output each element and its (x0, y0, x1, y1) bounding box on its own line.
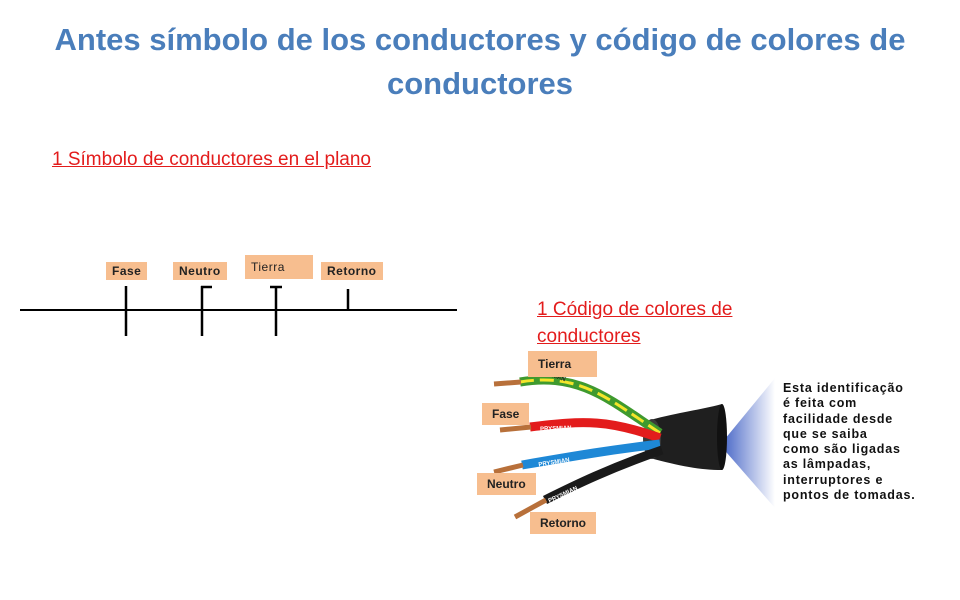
copper-tip-tierra (493, 379, 522, 387)
cable-label-neutro: Neutro (477, 473, 536, 495)
note-line: que se saiba (783, 426, 868, 441)
label-fase: Fase (106, 262, 148, 280)
note-line: é feita com (783, 396, 858, 411)
wire-fase (529, 418, 662, 443)
copper-tip-retorno (513, 497, 548, 520)
label-tierra: Tierra (245, 255, 313, 279)
note-line: pontos de tomadas. (783, 488, 916, 503)
brand-text-neutro: PRYSMIAN (538, 458, 570, 469)
cable-label-retorno: Retorno (530, 512, 596, 534)
wire-retorno (542, 445, 664, 505)
copper-tip-fase (499, 424, 532, 433)
cable-jacket (650, 404, 722, 470)
cable-label-fase: Fase (482, 403, 530, 425)
cable-label-tierra: Tierra (528, 351, 597, 377)
identification-note: Esta identificação é feita com facilidad… (783, 381, 953, 503)
note-line: facilidade desde (783, 411, 894, 426)
label-retorno: Retorno (321, 262, 383, 280)
label-neutro: Neutro (173, 262, 227, 280)
copper-tip-neutro (493, 462, 524, 475)
wire-neutro (521, 439, 661, 470)
note-line: as lâmpadas, (783, 457, 872, 472)
page-title: Antes símbolo de los conductores y códig… (54, 22, 906, 101)
cable-jacket-rim (717, 404, 727, 470)
section-heading-colors: 1 Código de colores de conductores (537, 299, 733, 347)
highlight-cone (720, 378, 775, 508)
wire-tierra (519, 375, 663, 437)
brand-text-fase: PRYSMIAN (540, 426, 572, 433)
section-heading-symbols: 1 Símbolo de conductores en el plano (52, 149, 371, 170)
note-line: interruptores e (783, 472, 884, 487)
note-line: Esta identificação (783, 381, 904, 395)
note-line: como são ligadas (783, 442, 901, 457)
